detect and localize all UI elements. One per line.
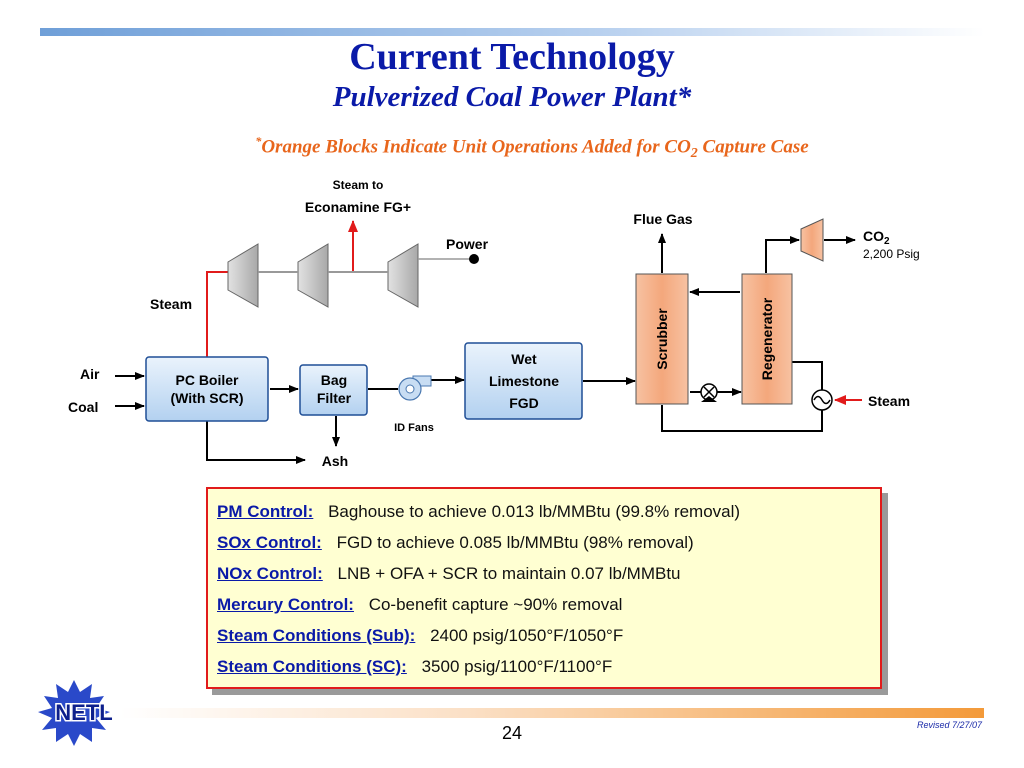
pc-boiler-block [145, 356, 269, 422]
label-co2-pressure: 2,200 Psig [863, 247, 920, 261]
fgd-block [464, 342, 583, 420]
control-value: FGD to achieve 0.085 lb/MMBtu (98% remov… [336, 533, 694, 552]
label-flue-gas: Flue Gas [633, 211, 692, 227]
label-id-fans: ID Fans [394, 422, 434, 434]
pump-icon [700, 383, 718, 402]
control-key: Steam Conditions (SC): [217, 657, 407, 676]
label-co2: CO2 [863, 228, 890, 247]
label-air: Air [80, 366, 100, 382]
co2-text: CO [863, 228, 884, 244]
id-fan-icon [398, 375, 432, 401]
control-key: Mercury Control: [217, 595, 354, 614]
bag-filter-block [299, 364, 368, 416]
revised-date: Revised 7/27/07 [916, 720, 982, 730]
co2-subscript: 2 [884, 236, 890, 247]
control-key: NOx Control: [217, 564, 323, 583]
control-row-nox: NOx Control: LNB + OFA + SCR to maintain… [217, 564, 681, 584]
control-key: Steam Conditions (Sub): [217, 626, 416, 645]
fgd-label-1: Wet [511, 351, 537, 367]
label-coal: Coal [68, 399, 98, 415]
page-number: 24 [501, 723, 523, 743]
label-ash: Ash [322, 453, 348, 469]
label-steam-left: Steam [150, 296, 192, 312]
label-steam-to: Steam to [333, 178, 384, 192]
slide-title: Current Technology [349, 36, 675, 78]
label-power: Power [446, 236, 489, 252]
control-row-pm: PM Control: Baghouse to achieve 0.013 lb… [217, 502, 740, 522]
control-row-steam-sub: Steam Conditions (Sub): 2400 psig/1050°F… [217, 626, 623, 646]
control-value: LNB + OFA + SCR to maintain 0.07 lb/MMBt… [337, 564, 681, 583]
label-econamine: Econamine FG+ [305, 199, 411, 215]
note-subscript: 2 [690, 146, 698, 162]
scrubber-block [635, 273, 689, 405]
power-node [469, 254, 479, 264]
control-key: PM Control: [217, 502, 314, 521]
control-key: SOx Control: [217, 533, 322, 552]
fgd-label-3: FGD [509, 395, 539, 411]
steam-turbines [227, 243, 479, 308]
netl-logo: NETL [38, 680, 114, 746]
control-value: Baghouse to achieve 0.013 lb/MMBtu (99.8… [328, 502, 741, 521]
scrubber-label: Scrubber [654, 308, 670, 370]
logo-text: NETL [55, 700, 112, 725]
control-row-steam-sc: Steam Conditions (SC): 3500 psig/1100°F/… [217, 657, 612, 677]
bag-label-1: Bag [321, 372, 347, 388]
top-accent-bar [40, 28, 985, 36]
starburst-icon [38, 680, 110, 746]
bottom-accent-bar [120, 708, 984, 718]
control-summary-box: PM Control: Baghouse to achieve 0.013 lb… [206, 487, 882, 689]
fgd-label-2: Limestone [489, 373, 559, 389]
process-lines [115, 233, 856, 464]
note-text: Orange Blocks Indicate Unit Operations A… [261, 136, 691, 158]
bag-label-2: Filter [317, 390, 352, 406]
control-row-mercury: Mercury Control: Co-benefit capture ~90%… [217, 595, 622, 615]
control-value: 2400 psig/1050°F/1050°F [430, 626, 624, 645]
boiler-label-1: PC Boiler [175, 372, 239, 388]
note-tail: Capture Case [697, 136, 809, 158]
regenerator-block [741, 273, 793, 405]
boiler-label-2: (With SCR) [171, 390, 244, 406]
note-asterisk: * [255, 134, 262, 148]
control-value: Co-benefit capture ~90% removal [368, 595, 623, 614]
control-value: 3500 psig/1100°F/1100°F [421, 657, 613, 676]
label-steam-right: Steam [868, 393, 910, 409]
regenerator-label: Regenerator [759, 297, 775, 380]
control-row-sox: SOx Control: FGD to achieve 0.085 lb/MMB… [217, 533, 694, 553]
capture-note: *Orange Blocks Indicate Unit Operations … [0, 134, 1024, 162]
heat-exchanger-icon [811, 389, 833, 411]
co2-compressor-icon [800, 218, 824, 262]
slide-subtitle: Pulverized Coal Power Plant* [332, 81, 692, 113]
